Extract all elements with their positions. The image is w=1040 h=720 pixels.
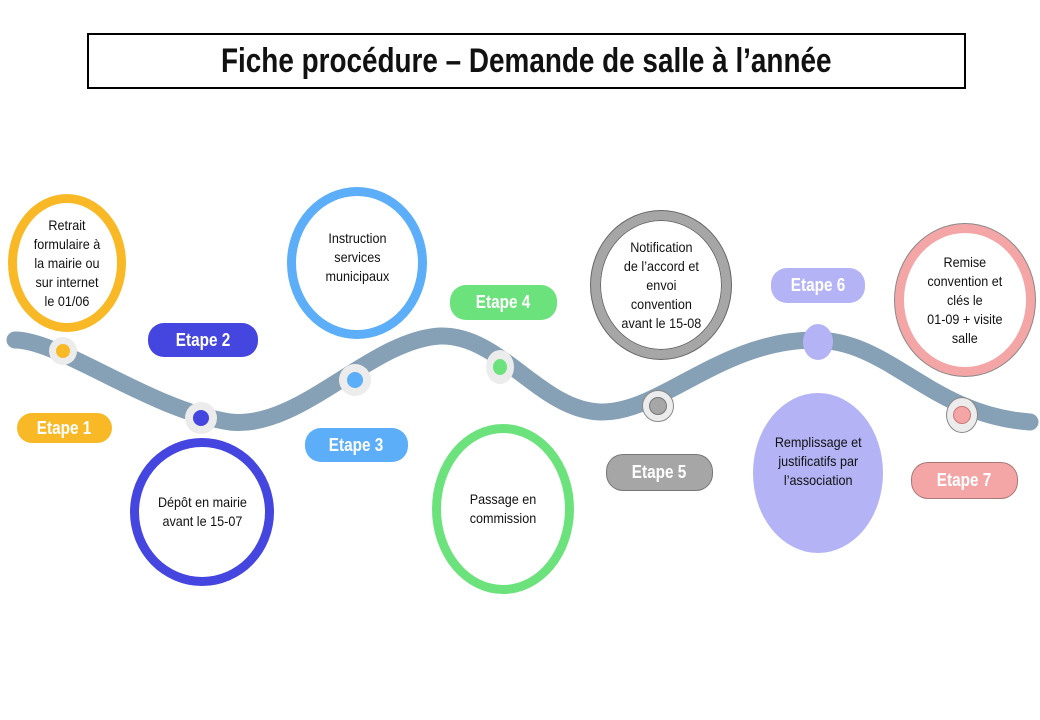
step-2-node xyxy=(185,402,217,434)
step-1-node xyxy=(49,337,77,365)
step-6-bubble: Remplissage et justificatifs par l’assoc… xyxy=(753,393,883,553)
step-6-text: Remplissage et justificatifs par l’assoc… xyxy=(774,433,862,488)
step-2-label-text: Etape 2 xyxy=(175,329,231,350)
step-5-bubble: Notification de l’accord et envoi conven… xyxy=(591,211,731,359)
step-5-label-text: Etape 5 xyxy=(632,462,687,482)
step-4-label-text: Etape 4 xyxy=(476,292,531,312)
step-3-bubble: Instruction services municipaux xyxy=(287,187,427,339)
step-3-text: Instruction services municipaux xyxy=(325,229,389,284)
step-3-label: Etape 3 xyxy=(305,428,408,462)
step-4-label: Etape 4 xyxy=(450,285,557,320)
step-6-label: Etape 6 xyxy=(771,268,865,303)
step-1-bubble: Retrait formulaire à la mairie ou sur in… xyxy=(8,194,126,332)
step-2-label: Etape 2 xyxy=(148,323,258,357)
step-1-label-text: Etape 1 xyxy=(37,417,92,438)
step-7-label: Etape 7 xyxy=(912,463,1017,498)
step-6-node xyxy=(803,324,833,360)
step-3-label-text: Etape 3 xyxy=(329,434,384,455)
step-7-node xyxy=(946,397,978,433)
step-7-bubble: Remise convention et clés le 01-09 + vis… xyxy=(895,224,1035,376)
step-6-label-text: Etape 6 xyxy=(790,275,846,295)
step-4-node xyxy=(486,350,514,384)
step-5-label: Etape 5 xyxy=(607,455,712,490)
step-5-text: Notification de l’accord et envoi conven… xyxy=(621,238,701,331)
page-title: Fiche procédure – Demande de salle à l’a… xyxy=(87,33,966,89)
step-4-text: Passage en commission xyxy=(469,491,537,526)
step-2-bubble: Dépôt en mairie avant le 15-07 xyxy=(130,438,274,586)
step-3-node xyxy=(339,364,371,396)
step-7-label-text: Etape 7 xyxy=(937,470,992,490)
title-text: Fiche procédure – Demande de salle à l’a… xyxy=(221,41,832,80)
step-5-node xyxy=(642,390,674,422)
step-7-text: Remise convention et clés le 01-09 + vis… xyxy=(927,253,1003,346)
step-2-text: Dépôt en mairie avant le 15-07 xyxy=(157,494,247,529)
step-1-label: Etape 1 xyxy=(17,413,112,443)
step-4-bubble: Passage en commission xyxy=(432,424,574,594)
step-1-text: Retrait formulaire à la mairie ou sur in… xyxy=(33,216,101,309)
